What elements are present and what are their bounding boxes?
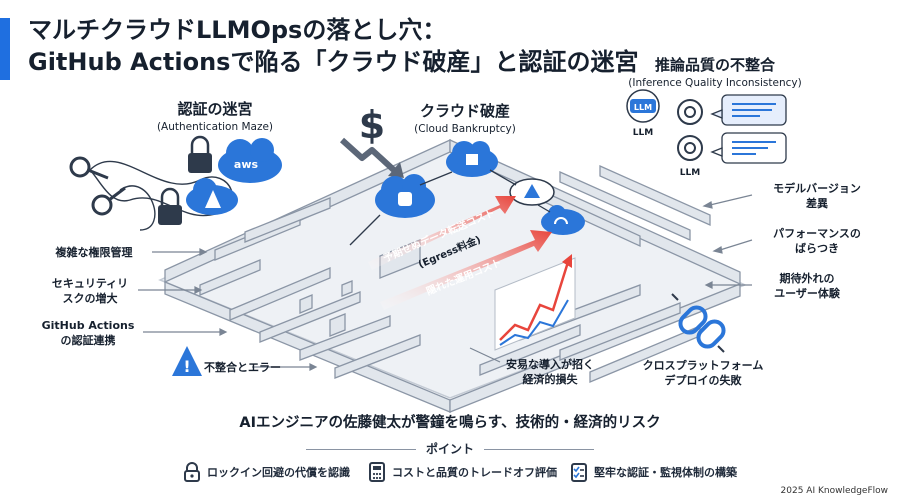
warning-statement: AIエンジニアの佐藤健太が警鐘を鳴らす、技術的・経済的リスク (239, 415, 661, 431)
aws-label: aws (234, 158, 259, 171)
chip-text: LLM (634, 103, 652, 112)
performance-line-2: ばらつき (795, 242, 839, 255)
key-icon (69, 156, 109, 180)
title-accent-bar (0, 18, 10, 80)
cost-chart-icon (494, 254, 576, 351)
cloud-bankruptcy-title: クラウド破産 (419, 102, 510, 120)
points-title: ポイント (425, 442, 474, 456)
lock-icon (188, 135, 212, 173)
performance-label: パフォーマンスの ばらつき (752, 226, 882, 256)
title-line-1: マルチクラウドLLMOpsの落とし穴： (28, 16, 447, 44)
lock-icon (184, 462, 200, 482)
security-risk-line-1: セキュリティリ (51, 277, 129, 290)
points-rule-right (484, 449, 594, 450)
inference-icons: LLM LLM LLM (626, 89, 787, 178)
cloud-bankruptcy-subtitle: (Cloud Bankruptcy) (414, 123, 516, 135)
point-text: 堅牢な認証・監視体制の構築 (594, 466, 737, 479)
auth-maze-heading: 認証の迷宮 (Authentication Maze) (125, 98, 305, 133)
inference-heading: 推論品質の不整合 (Inference Quality Inconsistenc… (610, 54, 820, 89)
deploy-failure-line-2: デプロイの失敗 (664, 374, 742, 387)
deploy-failure-label: クロスプラットフォーム デプロイの失敗 (628, 358, 778, 388)
inference-title: 推論品質の不整合 (654, 56, 775, 74)
deploy-failure-line-1: クロスプラットフォーム (642, 359, 764, 372)
points-rule-left (305, 449, 416, 450)
point-text: ロックイン回避の代償を認識 (207, 466, 350, 479)
auth-maze-subtitle: (Authentication Maze) (156, 121, 274, 133)
gha-auth-label: GitHub Actions の認証連携 (32, 318, 144, 348)
point-text: コストと品質のトレードオフ評価 (392, 466, 557, 479)
cloud-triangle-icon (509, 178, 555, 206)
key-icon (91, 186, 126, 216)
security-risk-line-2: スクの増大 (62, 292, 118, 305)
complex-permission-label: 複雑な権限管理 (55, 246, 133, 259)
label-pointers (138, 194, 753, 371)
performance-line-1: パフォーマンスの (773, 227, 861, 240)
llm-chip-icon: LLM (626, 89, 660, 123)
cloud-box-icon (446, 141, 498, 177)
gha-auth-line-1: GitHub Actions (41, 319, 135, 332)
svg-text:$: $ (359, 103, 385, 147)
user-experience-line-2: ユーザー体験 (774, 287, 840, 300)
model-version-label: モデルバージョン 差異 (752, 181, 882, 211)
security-risk-label: セキュリティリ スクの増大 (42, 276, 138, 306)
cloud-storage-icon (375, 174, 435, 218)
aws-cloud-icon: aws (218, 138, 282, 183)
llm-label-1: LLM (633, 128, 653, 138)
lock-icon (158, 187, 182, 225)
user-experience-label: 期待外れの ユーザー体験 (752, 271, 862, 301)
cloud-gcp-icon (541, 205, 585, 235)
dollar-sign-icon: $ (339, 103, 404, 178)
azure-cloud-icon (186, 178, 238, 215)
mismatch-error-label: 不整合とエラー (204, 361, 281, 374)
gha-auth-line-2: の認証連携 (60, 334, 116, 347)
page-title: マルチクラウドLLMOpsの落とし穴： GitHub Actionsで陥る「クラ… (28, 14, 638, 78)
llm-label-2: LLM (680, 168, 700, 178)
auth-maze-title: 認証の迷宮 (177, 100, 253, 118)
point-item: ロックイン回避の代償を認識 (183, 462, 350, 482)
chat-bubble-icon (710, 132, 787, 164)
checklist-icon (571, 463, 587, 482)
economic-loss-line-2: 経済的損失 (522, 373, 578, 386)
economic-loss-line-1: 安易な導入が招く (506, 358, 594, 371)
model-version-line-2: 差異 (806, 197, 828, 210)
maze-walls (164, 138, 741, 413)
chat-bubble-icon (710, 94, 787, 126)
auth-icons: aws (69, 135, 282, 231)
svg-text:!: ! (183, 357, 190, 376)
point-item: コストと品質のトレードオフ評価 (368, 462, 557, 482)
cloud-bankruptcy-heading: クラウド破産 (Cloud Bankruptcy) (385, 100, 545, 135)
title-line-2: GitHub Actionsで陥る「クラウド破産」と認証の迷宮 (28, 48, 639, 76)
calculator-icon (369, 462, 385, 482)
economic-loss-label: 安易な導入が招く 経済的損失 (490, 357, 610, 387)
cloud-network (349, 141, 585, 246)
inference-subtitle: (Inference Quality Inconsistency) (628, 77, 802, 89)
broken-chain-icon (671, 293, 726, 353)
model-version-line-1: モデルバージョン (773, 182, 861, 195)
points-heading: ポイント (0, 440, 900, 457)
footer-credit: 2025 AI KnowledgeFlow (780, 486, 888, 496)
user-experience-line-1: 期待外れの (779, 272, 835, 285)
point-item: 堅牢な認証・監視体制の構築 (570, 462, 737, 482)
warning-icon: ! (172, 346, 202, 376)
openai-icon (677, 99, 703, 125)
openai-icon (677, 135, 703, 161)
